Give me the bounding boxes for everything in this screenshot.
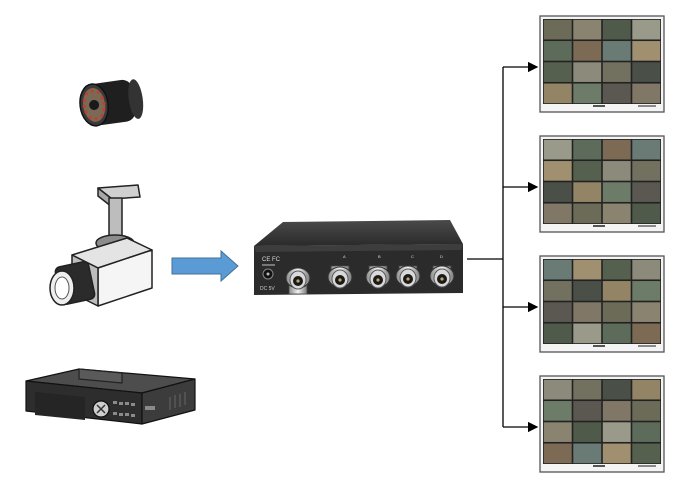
camera-tile [543,19,572,40]
camera-tile [573,161,602,181]
camera-tile [573,422,602,442]
camera-tile [573,139,602,160]
camera-tile [543,139,572,160]
monitor-2 [539,135,665,233]
camera-tile [632,182,661,202]
camera-tile [632,259,661,280]
camera-tile [632,83,661,104]
camera-tile [543,302,572,322]
camera-tile [573,281,602,301]
camera-tile [632,323,661,344]
port-label-d: D [440,254,443,259]
input-arrow [171,249,239,283]
camera-tile [632,443,661,464]
box-camera-icon [49,184,153,307]
camera-tile [632,203,661,224]
camera-tile [632,62,661,82]
camera-tile [602,281,631,301]
dvr-recorder-icon [25,368,196,425]
camera-tile [543,83,572,104]
camera-tile [602,19,631,40]
bnc-port-5 [429,265,455,288]
camera-tile [602,62,631,82]
camera-tile [602,83,631,104]
camera-tile [632,401,661,421]
camera-tile [573,259,602,280]
monitor-4 [539,375,665,473]
camera-tile [602,182,631,202]
camera-tile [543,41,572,61]
camera-tile [543,259,572,280]
camera-tile [632,19,661,40]
camera-tile [602,139,631,160]
camera-tile [543,161,572,181]
camera-tile [573,62,602,82]
camera-tile [632,139,661,160]
camera-tile [573,302,602,322]
camera-tile [573,83,602,104]
bnc-port-3 [365,265,391,289]
camera-tile [602,379,631,400]
camera-tile [602,401,631,421]
camera-tile [602,259,631,280]
camera-tile [543,401,572,421]
port-label-c: C [411,254,414,259]
camera-tile [632,379,661,400]
bnc-video-distributor: CE FC DC 5V A B C D [254,220,463,295]
bnc-port-2 [327,265,353,289]
camera-tile [602,203,631,224]
camera-tile [573,379,602,400]
camera-tile [543,422,572,442]
camera-tile [543,443,572,464]
ir-bullet-camera-icon [79,79,144,127]
camera-tile [573,443,602,464]
camera-tile [573,323,602,344]
camera-tile [632,161,661,181]
output-connection-lines [467,61,539,433]
camera-tile [543,182,572,202]
camera-tile [543,323,572,344]
camera-tile [602,41,631,61]
camera-tile [602,323,631,344]
port-label-a: A [343,254,346,259]
monitor-group [539,15,665,473]
camera-tile [573,182,602,202]
power-label: DC 5V [260,286,275,292]
camera-tile [632,41,661,61]
monitor-3 [539,255,665,353]
cert-marks: CE FC [262,257,281,263]
camera-tile [632,302,661,322]
camera-tile [602,302,631,322]
monitor-1 [539,15,665,113]
camera-tile [543,203,572,224]
camera-tile [543,62,572,82]
camera-tile [543,281,572,301]
camera-tile [632,422,661,442]
camera-tile [573,19,602,40]
camera-tile [573,203,602,224]
camera-tile [573,41,602,61]
camera-tile [632,281,661,301]
camera-tile [602,422,631,442]
port-label-b: B [378,254,381,259]
bnc-port-4 [395,265,421,288]
camera-tile [602,161,631,181]
camera-tile [543,379,572,400]
bnc-port-1 [285,267,311,295]
camera-tile [573,401,602,421]
camera-tile [602,443,631,464]
